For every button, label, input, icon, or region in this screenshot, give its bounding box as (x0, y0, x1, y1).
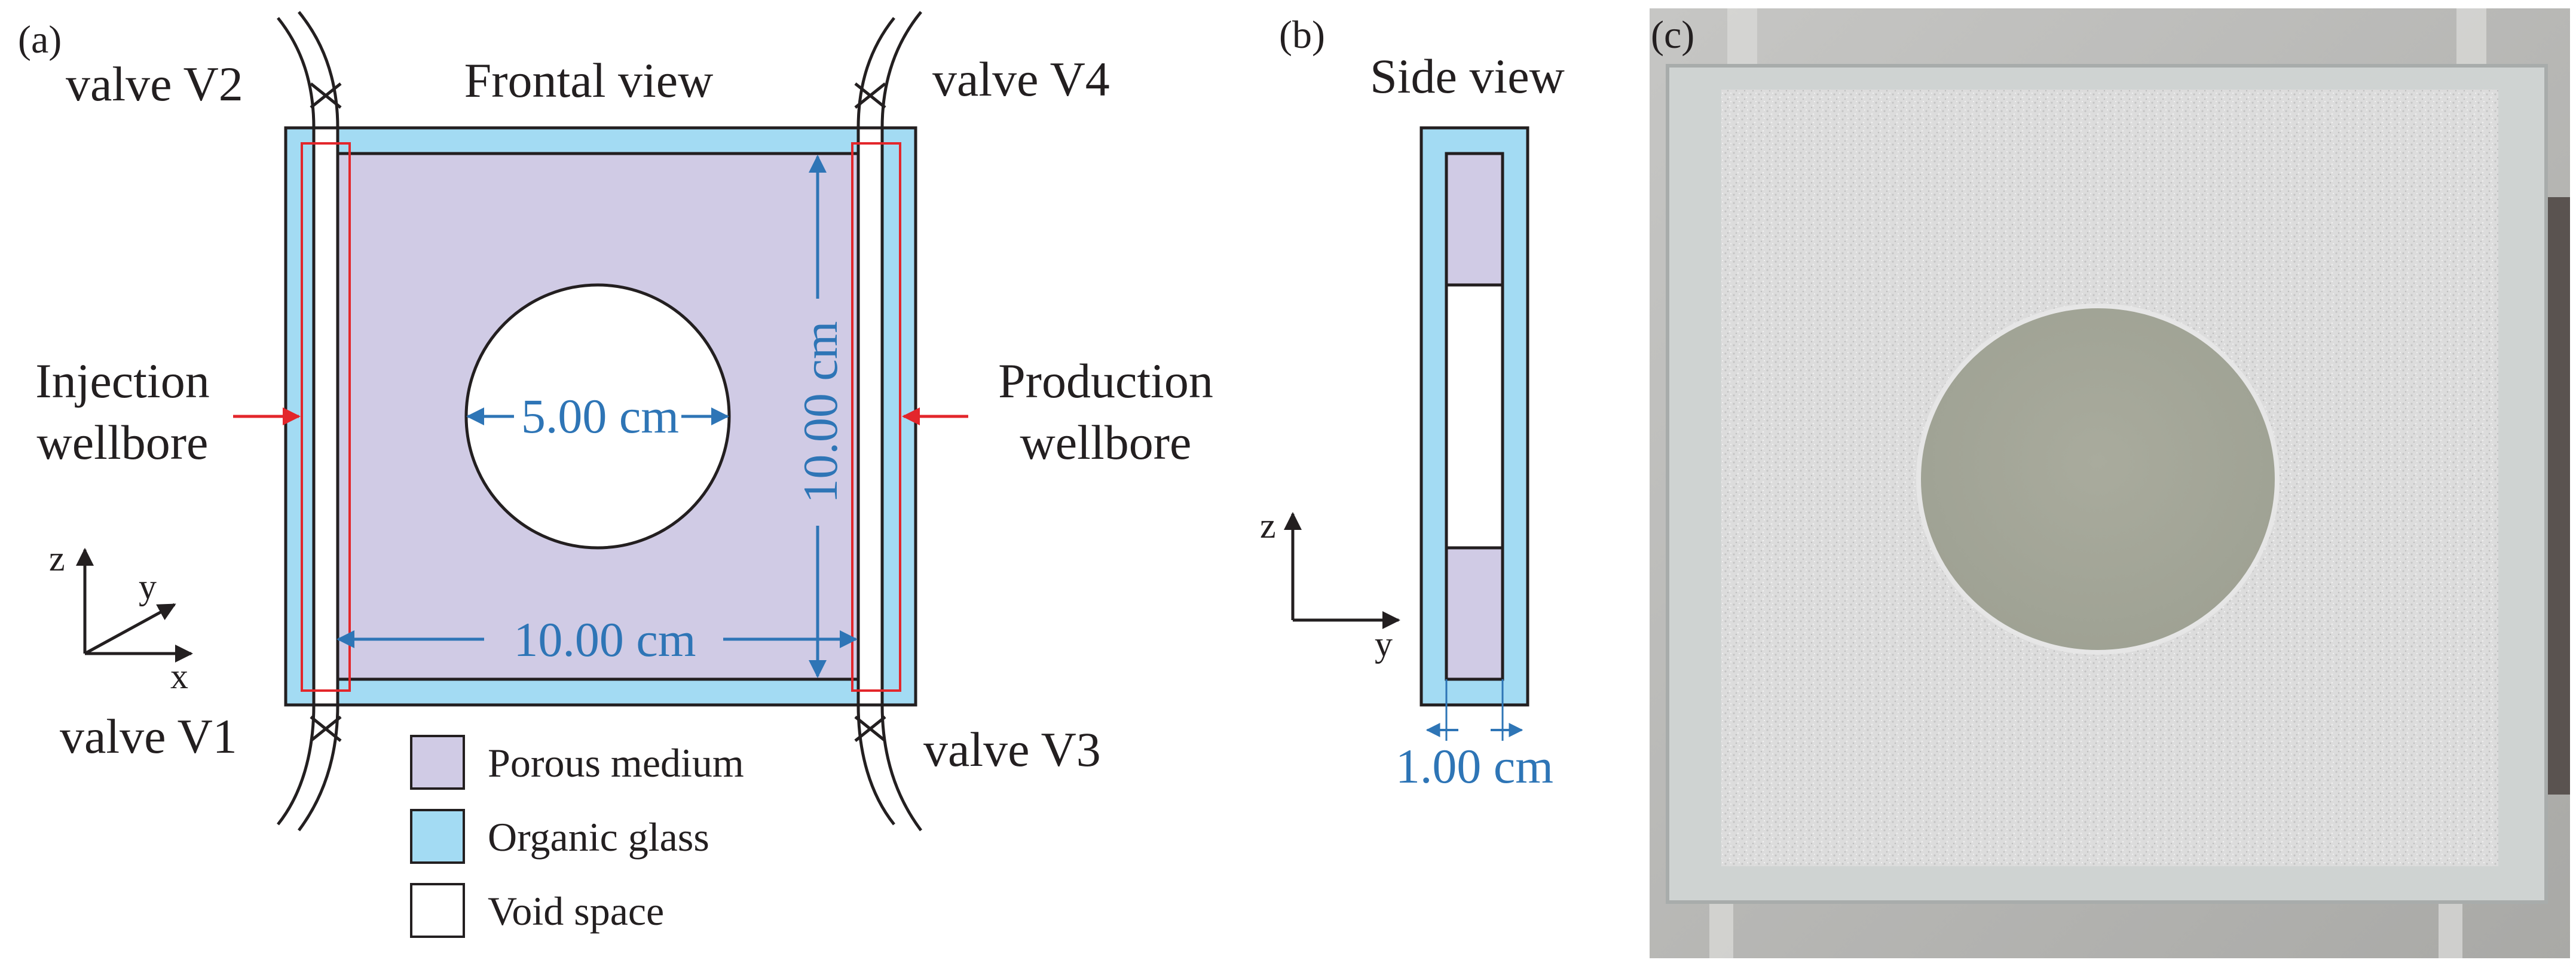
frontal-axis-x-label: x (170, 657, 188, 696)
side-view-title: Side view (1370, 49, 1565, 103)
width-label: 10.00 cm (513, 612, 696, 667)
injection-wellbore-label-line1: Injection (35, 354, 209, 408)
side-porous-bottom (1445, 546, 1504, 681)
side-view-panel: (b) Side view 1.00 cm z y (1260, 13, 1565, 793)
tube-v1 (277, 704, 342, 832)
panel-label-c: (c) (1651, 13, 1694, 57)
side-axis-z-label: z (1260, 506, 1276, 545)
injection-wellbore (312, 126, 339, 707)
panel-label-a: (a) (18, 18, 62, 62)
side-axes (1284, 512, 1400, 629)
valve-v4-label: valve V4 (932, 52, 1110, 106)
valve-v1-label: valve V1 (60, 709, 237, 763)
tube-v4 (854, 11, 922, 128)
production-wellbore-highlight (851, 142, 901, 692)
frontal-axis-y-label: y (139, 567, 157, 606)
thickness-label: 1.00 cm (1396, 739, 1553, 793)
frontal-view-panel: (a) Frontal view (18, 11, 1213, 832)
side-porous-top (1445, 152, 1504, 287)
valve-v2-label: valve V2 (66, 57, 243, 111)
diameter-label: 5.00 cm (521, 389, 679, 443)
injection-wellbore-highlight (301, 142, 351, 692)
legend-label-void: Void space (488, 888, 664, 934)
legend-label-glass: Organic glass (488, 814, 709, 860)
height-label: 10.00 cm (793, 321, 848, 503)
legend-label-porous: Porous medium (488, 740, 744, 786)
injection-wellbore-label-line2: wellbore (37, 415, 209, 470)
legend-swatch-porous (410, 735, 465, 790)
frontal-view-title: Frontal view (464, 53, 714, 108)
legend-swatch-glass (410, 809, 465, 864)
frontal-axes (76, 548, 193, 663)
production-wellbore (856, 126, 884, 707)
side-axis-y-label: y (1375, 624, 1393, 664)
tube-v2 (277, 11, 342, 128)
production-wellbore-label-line1: Production (998, 354, 1213, 408)
legend: Porous medium Organic glass Void space (410, 735, 744, 938)
panel-label-b: (b) (1279, 13, 1325, 57)
legend-swatch-void (410, 883, 465, 938)
photo-panel: (c) (1650, 8, 2570, 958)
frontal-axis-z-label: z (49, 539, 65, 578)
tube-v3 (854, 704, 923, 832)
photo-void-hole (1916, 303, 2280, 655)
valve-v3-label: valve V3 (923, 722, 1101, 777)
side-void (1445, 283, 1504, 550)
production-wellbore-label-line2: wellbore (1020, 415, 1192, 470)
